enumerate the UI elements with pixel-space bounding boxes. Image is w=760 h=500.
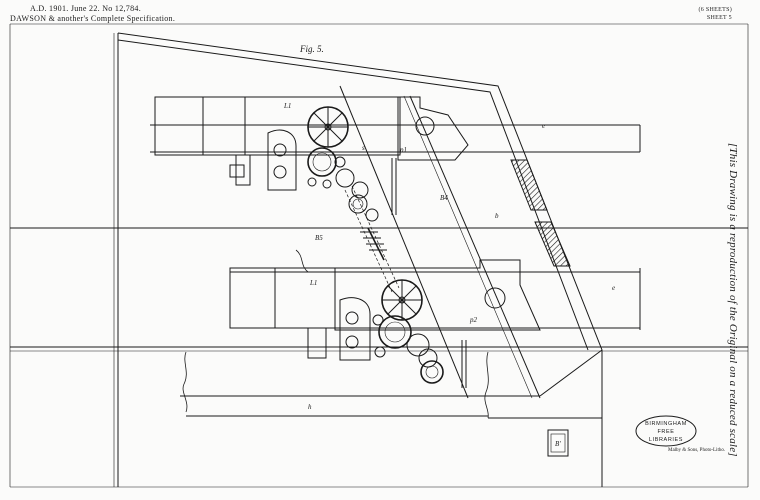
foundation — [182, 249, 602, 419]
label-B5: B5 — [315, 234, 323, 242]
label-p1: p1 — [399, 146, 407, 154]
printer-credit: Malby & Sons, Photo-Litho. — [668, 448, 726, 453]
rods — [391, 158, 467, 388]
lower-gears — [339, 297, 444, 384]
casing-outline — [113, 32, 603, 487]
label-h: h — [308, 403, 312, 411]
sheets-count: (6 SHEETS) — [698, 7, 732, 13]
label-e-upper: e — [542, 122, 545, 130]
figure-label: Fig. 5. — [299, 44, 324, 54]
label-b: b — [495, 212, 499, 220]
sheet-number: SHEET 5 — [706, 15, 732, 21]
label-L1-upper: L1 — [283, 102, 291, 110]
header-sheets: (6 SHEETS) SHEET 5 — [699, 6, 733, 22]
header-year-line: A.D. 1901. June 22. No 12,784. — [30, 4, 141, 13]
wall-hatching — [510, 159, 571, 267]
header-title-line: DAWSON & another's Complete Specificatio… — [10, 14, 176, 23]
stamp-line-1: BIRMINGHAM — [645, 421, 687, 427]
library-stamp: BIRMINGHAM FREE LIBRARIES — [635, 415, 697, 447]
label-Bf: B' — [555, 440, 561, 448]
label-B4: B4 — [440, 194, 448, 202]
stamp-line-3: LIBRARIES — [649, 437, 683, 443]
label-p2: p2 — [469, 316, 478, 324]
label-e-lower: e — [612, 284, 615, 292]
upper-gears — [267, 129, 379, 222]
drawing-frame — [9, 23, 749, 488]
drive-chain — [344, 185, 400, 293]
reproduction-note: [This Drawing is a reproduction of the O… — [727, 143, 739, 457]
label-L1-lower: L1 — [309, 279, 317, 287]
base-block — [547, 429, 569, 457]
label-s: s — [362, 144, 365, 152]
lower-handwheel — [381, 279, 423, 321]
lower-machine — [229, 259, 541, 359]
stamp-line-2: FREE — [657, 429, 674, 435]
upper-handwheel — [307, 106, 349, 148]
upper-machine — [154, 96, 469, 186]
